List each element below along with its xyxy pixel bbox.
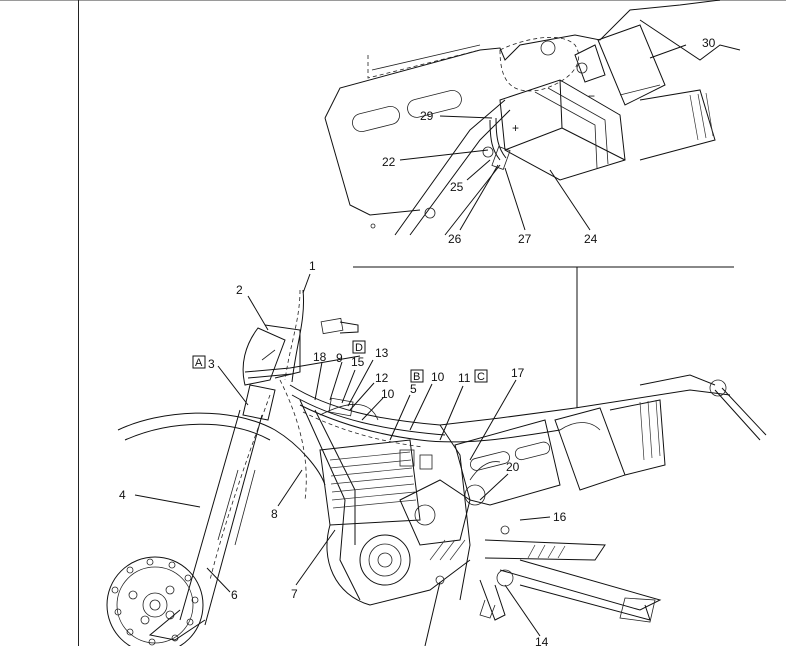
callout-26: 26 [448,232,462,246]
marker-B: B [413,371,420,383]
callout-5: 5 [410,382,417,396]
callout-4: 4 [119,488,126,502]
callout-16: 16 [553,510,567,524]
motorcycle-side-view: 1 2 3 4 6 8 7 9 18 15 13 12 10 5 10 11 1… [106,259,767,646]
callout-13: 13 [375,346,389,360]
callout-29: 29 [420,109,434,123]
callout-10: 10 [381,387,395,401]
callout-11: 11 [458,371,471,385]
callout-27: 27 [518,232,532,246]
callout-8: 8 [271,507,278,521]
marker-C: C [477,371,485,383]
callout-2: 2 [236,283,243,297]
svg-text:+: + [512,121,519,135]
marker-A: A [195,357,203,369]
callout-22: 22 [382,155,396,169]
callout-30: 30 [702,36,716,50]
callout-6: 6 [231,588,238,602]
callout-19: 19 [415,644,429,646]
svg-text:−: − [588,89,595,103]
callout-18: 18 [313,350,327,364]
callout-7: 7 [291,587,298,601]
callout-14: 14 [535,635,549,646]
callout-3: 3 [208,357,215,371]
callout-25: 25 [450,180,464,194]
top-rule [0,0,786,1]
battery-inset: + − [324,0,741,246]
callout-17: 17 [511,366,525,380]
callout-15: 15 [351,355,365,369]
marker-D: D [355,342,363,354]
callout-10b: 10 [431,370,445,384]
callout-24: 24 [584,232,598,246]
callout-12: 12 [375,371,389,385]
callout-9: 9 [336,351,343,365]
callout-1: 1 [309,259,316,273]
callout-20: 20 [506,460,520,474]
margin-rule [78,0,79,646]
